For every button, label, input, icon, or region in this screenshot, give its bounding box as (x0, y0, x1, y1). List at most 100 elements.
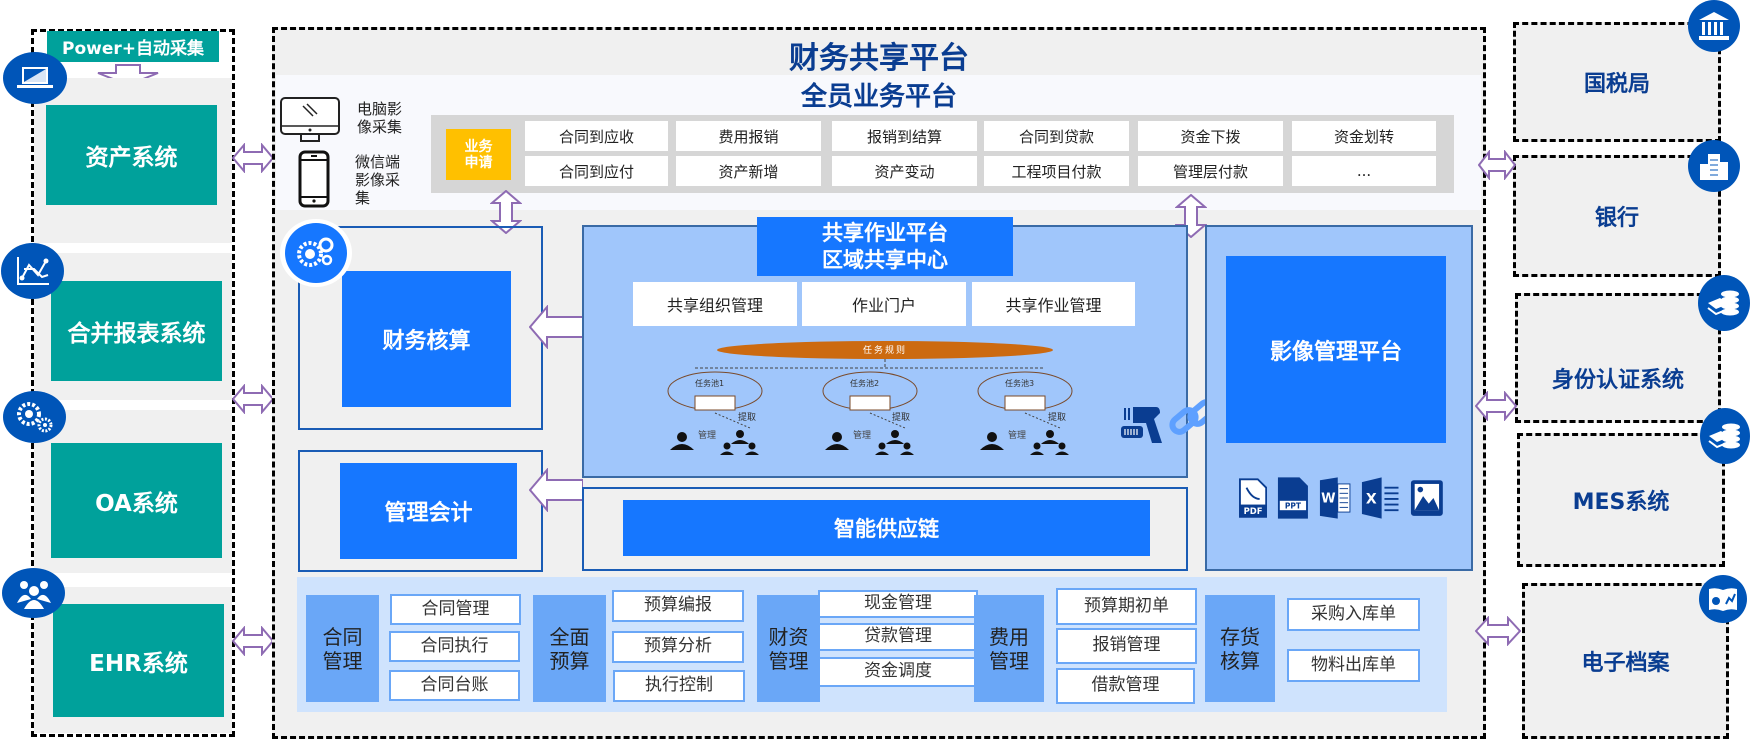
staff-group-1 (670, 430, 759, 455)
double-arrow-right-2 (1475, 391, 1517, 421)
staff-group-3 (980, 430, 1069, 455)
module-expense[interactable]: 费用管理 (974, 595, 1044, 702)
module-item[interactable]: 预算期初单 (1056, 588, 1197, 625)
module-item[interactable]: 报销管理 (1056, 628, 1197, 664)
supply-chain-frame (582, 487, 1188, 571)
tab-shared-org[interactable]: 共享组织管理 (633, 282, 797, 326)
ext-bank[interactable]: 银行 (1513, 155, 1721, 277)
gears-icon (3, 391, 66, 443)
module-item[interactable]: 预算编报 (612, 590, 744, 622)
pool-1-label: 任务池1 (695, 379, 725, 388)
double-arrow-2 (232, 384, 274, 414)
module-item[interactable]: 合同管理 (390, 594, 521, 625)
bank-building-icon (1688, 0, 1740, 52)
double-arrow-right-3 (1475, 616, 1521, 646)
gear-person-icon (280, 219, 352, 287)
module-item[interactable]: 预算分析 (612, 631, 744, 663)
biz-cell[interactable]: 合同到贷款 (984, 121, 1129, 151)
module-treasury[interactable]: 财资管理 (757, 595, 820, 702)
module-label: 合同管理 (322, 624, 363, 673)
task-pool-2 (822, 371, 918, 429)
accounting-module[interactable]: 财务核算 (342, 271, 511, 407)
tab-operations-portal[interactable]: 作业门户 (802, 282, 966, 326)
module-budget[interactable]: 全面预算 (533, 595, 606, 702)
svg-text:X: X (1366, 491, 1377, 507)
ext-mes[interactable]: MES系统 (1517, 433, 1725, 567)
svg-text:PDF: PDF (1244, 505, 1263, 515)
staff-group-2 (825, 430, 914, 455)
mgmt-accounting-module[interactable]: 管理会计 (340, 463, 517, 559)
left-arrow-2 (529, 468, 583, 512)
business-apply-label: 业务申请 (464, 138, 493, 171)
wechat-capture-label: 微信端影像采集 (355, 153, 401, 207)
system-ehr[interactable]: EHR系统 (53, 604, 224, 717)
biz-cell[interactable]: 资金下拨 (1138, 121, 1283, 151)
module-inventory[interactable]: 存货核算 (1205, 595, 1275, 702)
biz-cell[interactable]: 报销到结算 (832, 121, 977, 151)
ext-tax-bureau[interactable]: 国税局 (1513, 22, 1721, 142)
biz-cell[interactable]: 资金划转 (1292, 121, 1436, 151)
chart-trend-icon (1, 243, 64, 299)
pool-2-label: 任务池2 (850, 379, 880, 388)
business-apply-badge[interactable]: 业务申请 (446, 129, 511, 180)
system-asset[interactable]: 资产系统 (46, 105, 217, 205)
biz-cell[interactable]: 管理层付款 (1138, 156, 1283, 186)
image-platform-module[interactable]: 影像管理平台 (1226, 256, 1446, 443)
biz-cell[interactable]: 资产新增 (676, 156, 821, 186)
platform-title: 财务共享平台 (789, 41, 969, 76)
module-item[interactable]: 物料出库单 (1287, 649, 1420, 682)
module-item[interactable]: 合同执行 (389, 631, 520, 662)
biz-cell[interactable]: 资产变动 (832, 156, 977, 186)
laptop-icon (3, 52, 67, 104)
module-item[interactable]: 贷款管理 (818, 623, 978, 651)
module-label: 存货核算 (1220, 624, 1260, 673)
coins-stack-icon (1698, 275, 1750, 331)
ext-label: 国税局 (1583, 72, 1650, 97)
power-auto-collect-label: Power+自动采集 (47, 31, 219, 62)
module-item[interactable]: 资金调度 (818, 657, 978, 687)
module-item[interactable]: 借款管理 (1056, 668, 1195, 704)
task-pool-3 (977, 371, 1073, 429)
ext-label: 银行 (1594, 206, 1639, 231)
svg-text:PPT: PPT (1285, 501, 1302, 510)
module-contract[interactable]: 合同管理 (306, 595, 379, 702)
biz-cell[interactable]: ... (1292, 156, 1436, 186)
biz-cell[interactable]: 合同到应收 (525, 121, 668, 151)
ext-label: MES系统 (1572, 490, 1670, 515)
pool-3-fetch: 提取 (1048, 413, 1067, 423)
module-label: 财资管理 (768, 624, 809, 673)
module-item[interactable]: 执行控制 (613, 670, 745, 702)
all-staff-subtitle: 全员业务平台 (800, 82, 957, 112)
double-arrow-3 (232, 626, 274, 656)
shared-platform-title-line2: 区域共享中心 (822, 247, 948, 272)
supply-chain-module[interactable]: 智能供应链 (623, 500, 1150, 556)
vertical-double-arrow-1 (490, 190, 522, 234)
module-item[interactable]: 合同台账 (389, 670, 520, 701)
office-building-icon (1688, 140, 1740, 192)
biz-cell[interactable]: 合同到应付 (525, 156, 668, 186)
tab-shared-ops-mgmt[interactable]: 共享作业管理 (972, 282, 1135, 326)
pool-1-manage: 管理 (698, 431, 717, 441)
system-consolidation[interactable]: 合并报表系统 (51, 281, 222, 381)
people-group-icon (2, 568, 65, 618)
module-item[interactable]: 采购入库单 (1287, 598, 1420, 631)
module-item[interactable]: 现金管理 (818, 590, 978, 618)
biz-cell[interactable]: 费用报销 (676, 121, 821, 151)
pool-3-label: 任务池3 (1005, 379, 1035, 388)
svg-text:W: W (1321, 491, 1336, 506)
ext-e-archive[interactable]: 电子档案 (1522, 583, 1729, 739)
left-arrow-1 (529, 305, 583, 349)
module-label: 费用管理 (989, 624, 1029, 673)
task-pool-1 (667, 371, 763, 429)
mobile-phone-icon (298, 150, 330, 208)
ext-identity-auth[interactable]: 身份认证系统 (1515, 293, 1721, 423)
task-rule-ellipse (717, 341, 1053, 359)
double-arrow-right-1 (1478, 150, 1516, 180)
mgmt-accounting-frame (298, 450, 543, 572)
pool-2-fetch: 提取 (892, 413, 911, 423)
excel-file-icon: X (1361, 476, 1399, 519)
pdf-file-icon: PDF (1239, 477, 1268, 518)
biz-cell[interactable]: 工程项目付款 (984, 156, 1129, 186)
system-oa[interactable]: OA系统 (51, 443, 222, 558)
pc-capture-label: 电脑影像采集 (357, 100, 403, 136)
